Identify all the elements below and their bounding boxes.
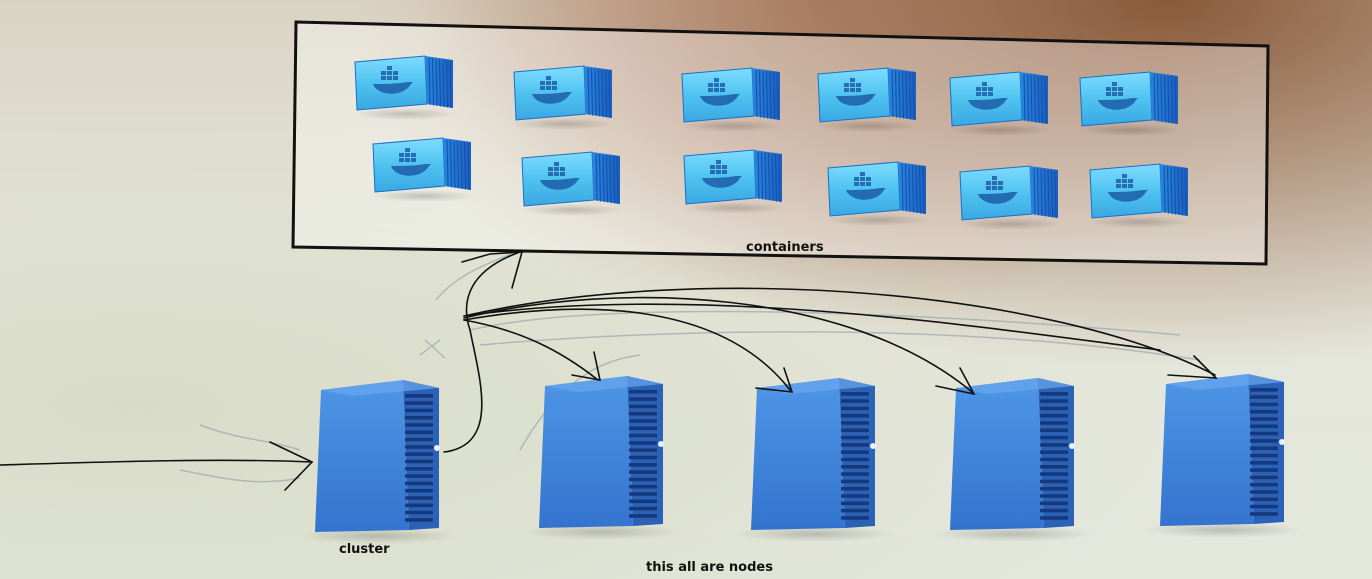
- cluster-label: cluster: [339, 542, 390, 557]
- hand-drawn-arrows: [0, 251, 1219, 491]
- arrow-to-node-3: [463, 308, 791, 391]
- node-server-icon: [734, 378, 894, 542]
- docker-container-icon: [826, 161, 930, 226]
- node-server-icon: [522, 376, 682, 540]
- arrow-to-node-2: [463, 319, 599, 381]
- docker-container-icon: [682, 149, 786, 214]
- nodes-label: this all are nodes: [646, 560, 773, 575]
- nodes-group: [298, 374, 1303, 544]
- docker-container-icon: [520, 151, 624, 216]
- docker-container-icon: [948, 71, 1052, 136]
- arrow-to-node-5: [463, 287, 1216, 376]
- arrow-into-cluster: [0, 459, 313, 466]
- docker-container-icon: [958, 165, 1062, 230]
- arrow-to-node-4: [463, 296, 973, 393]
- cluster-server-icon: [298, 380, 458, 544]
- containers-group: [353, 55, 1192, 230]
- node-server-icon: [1143, 374, 1303, 538]
- node-server-icon: [933, 378, 1093, 542]
- docker-container-icon: [353, 55, 457, 120]
- docker-container-icon: [1088, 163, 1192, 228]
- sketch-lines: [179, 249, 1201, 483]
- docker-container-icon: [512, 65, 616, 130]
- docker-container-icon: [371, 137, 475, 202]
- arrow-cluster-to-containers: [443, 251, 521, 453]
- docker-container-icon: [1078, 71, 1182, 136]
- docker-container-icon: [680, 67, 784, 132]
- docker-container-icon: [816, 67, 920, 132]
- containers-label: containers: [746, 240, 824, 255]
